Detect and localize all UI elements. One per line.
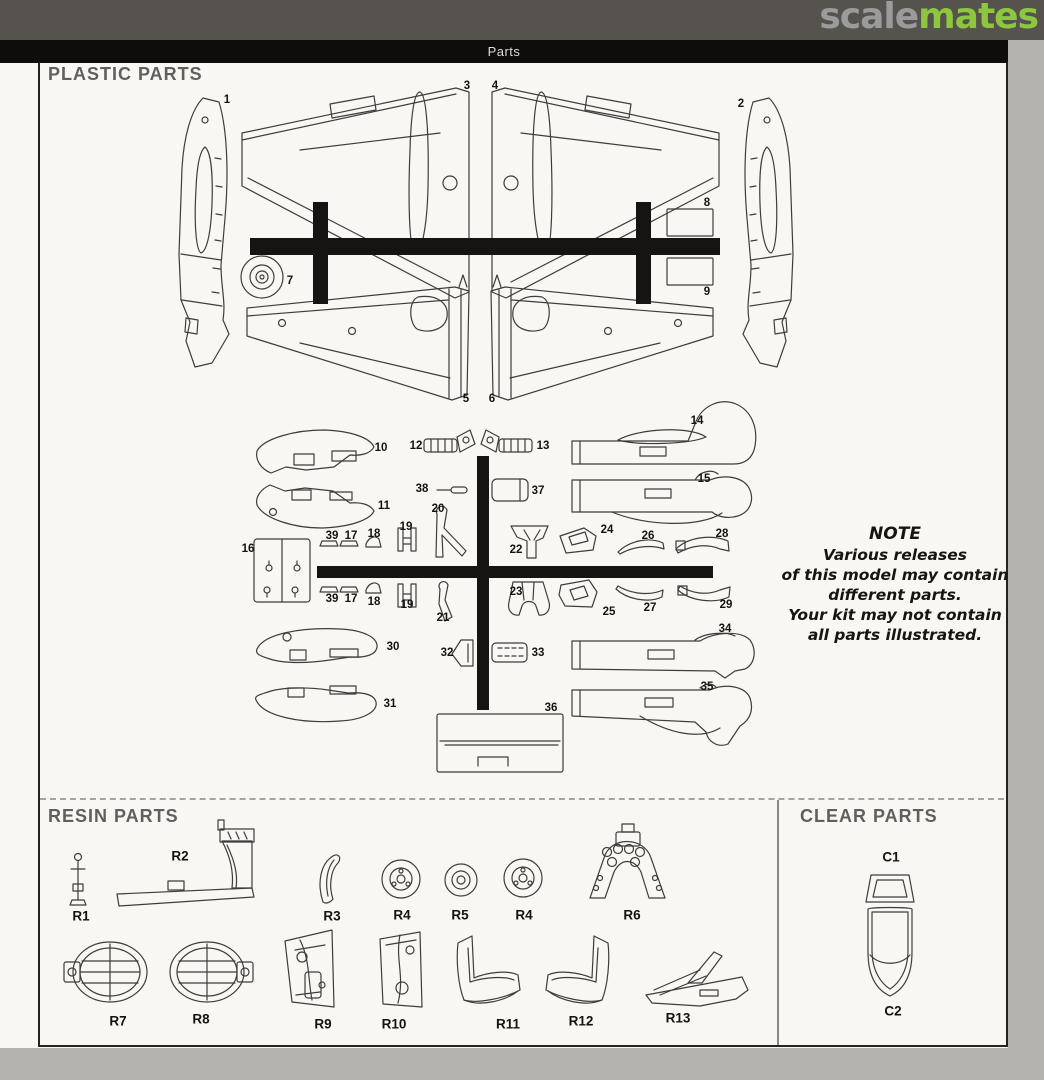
section-divider-horizontal xyxy=(40,798,1004,800)
parts-39-17-18-lower-drawing xyxy=(319,582,382,594)
part-24-drawing xyxy=(559,527,597,554)
note-line: all parts illustrated. xyxy=(807,626,983,644)
part-5-drawing xyxy=(246,274,470,401)
part-36-drawing xyxy=(436,713,564,773)
resin-parts-heading: RESIN PARTS xyxy=(48,806,179,826)
part-r1-drawing xyxy=(69,852,87,906)
part-c2-drawing xyxy=(867,906,913,997)
page-title-bar: Parts xyxy=(0,40,1008,63)
logo-text-scale: scale xyxy=(819,0,919,37)
part-30-drawing xyxy=(255,628,378,664)
part-20-drawing xyxy=(435,505,467,558)
note-title: NOTE xyxy=(869,524,921,544)
part-38-drawing xyxy=(436,486,468,494)
part-29-drawing xyxy=(677,585,731,602)
part-22-drawing xyxy=(510,525,549,559)
part-16-drawing xyxy=(253,538,311,603)
part-c1-drawing xyxy=(865,874,915,903)
sprue-bars xyxy=(250,202,720,710)
plastic-parts-heading: PLASTIC PARTS xyxy=(48,64,203,84)
part-r4b-drawing xyxy=(503,858,543,898)
part-27-drawing xyxy=(615,585,664,601)
part-21-drawing xyxy=(438,581,453,622)
part-32-drawing xyxy=(451,639,474,667)
part-6-drawing xyxy=(490,274,714,401)
site-header: scalemates xyxy=(0,0,1044,40)
part-10-drawing xyxy=(256,429,375,474)
page-title: Parts xyxy=(487,44,521,59)
part-r5-drawing xyxy=(444,863,478,897)
scalemates-logo: scalemates xyxy=(819,0,1039,39)
part-15-drawing xyxy=(571,470,753,524)
part-1-drawing xyxy=(178,97,230,368)
part-8-drawing xyxy=(666,208,714,237)
part-13-drawing xyxy=(480,429,533,453)
part-23-drawing xyxy=(507,581,551,616)
clear-parts-heading: CLEAR PARTS xyxy=(800,806,938,826)
note-line: Various releases xyxy=(823,546,967,564)
part-19-lower-drawing xyxy=(397,583,417,608)
part-2-drawing xyxy=(742,97,794,368)
note-line: of this model may contain xyxy=(781,566,1009,584)
part-31-drawing xyxy=(254,685,377,723)
note-block: NOTE Various releases of this model may … xyxy=(778,524,1012,645)
part-33-drawing xyxy=(491,642,528,663)
logo-text-mates: mates xyxy=(918,0,1039,37)
part-19-drawing xyxy=(397,527,417,552)
page-frame xyxy=(38,63,1008,1047)
part-r10-drawing xyxy=(379,931,423,1008)
part-r11-drawing xyxy=(456,935,521,1004)
part-35-drawing xyxy=(571,683,753,746)
section-divider-vertical xyxy=(777,800,779,1045)
note-line: Your kit may not contain xyxy=(788,606,1002,624)
part-r8-drawing xyxy=(169,941,254,1003)
part-4-drawing xyxy=(491,87,720,299)
part-25-drawing xyxy=(558,579,598,608)
part-34-drawing xyxy=(571,632,755,679)
part-r9-drawing xyxy=(284,929,335,1008)
part-7-drawing xyxy=(240,255,284,299)
note-line: different parts. xyxy=(828,586,962,604)
part-26-drawing xyxy=(617,539,665,555)
part-3-drawing xyxy=(241,87,470,299)
part-r12-drawing xyxy=(545,935,610,1004)
part-28-drawing xyxy=(675,536,730,554)
part-r3-drawing xyxy=(319,854,341,904)
part-14-drawing xyxy=(571,401,757,465)
part-r6-drawing xyxy=(589,823,666,899)
parts-39-17-18-drawing xyxy=(319,536,382,548)
part-r13-drawing xyxy=(645,951,749,1007)
part-9-drawing xyxy=(666,257,714,286)
part-37-drawing xyxy=(491,478,529,502)
part-r7-drawing xyxy=(63,941,148,1003)
part-12-drawing xyxy=(423,429,476,453)
part-11-drawing xyxy=(256,484,375,529)
part-r4-drawing xyxy=(381,859,421,899)
part-r2-drawing xyxy=(116,819,255,907)
